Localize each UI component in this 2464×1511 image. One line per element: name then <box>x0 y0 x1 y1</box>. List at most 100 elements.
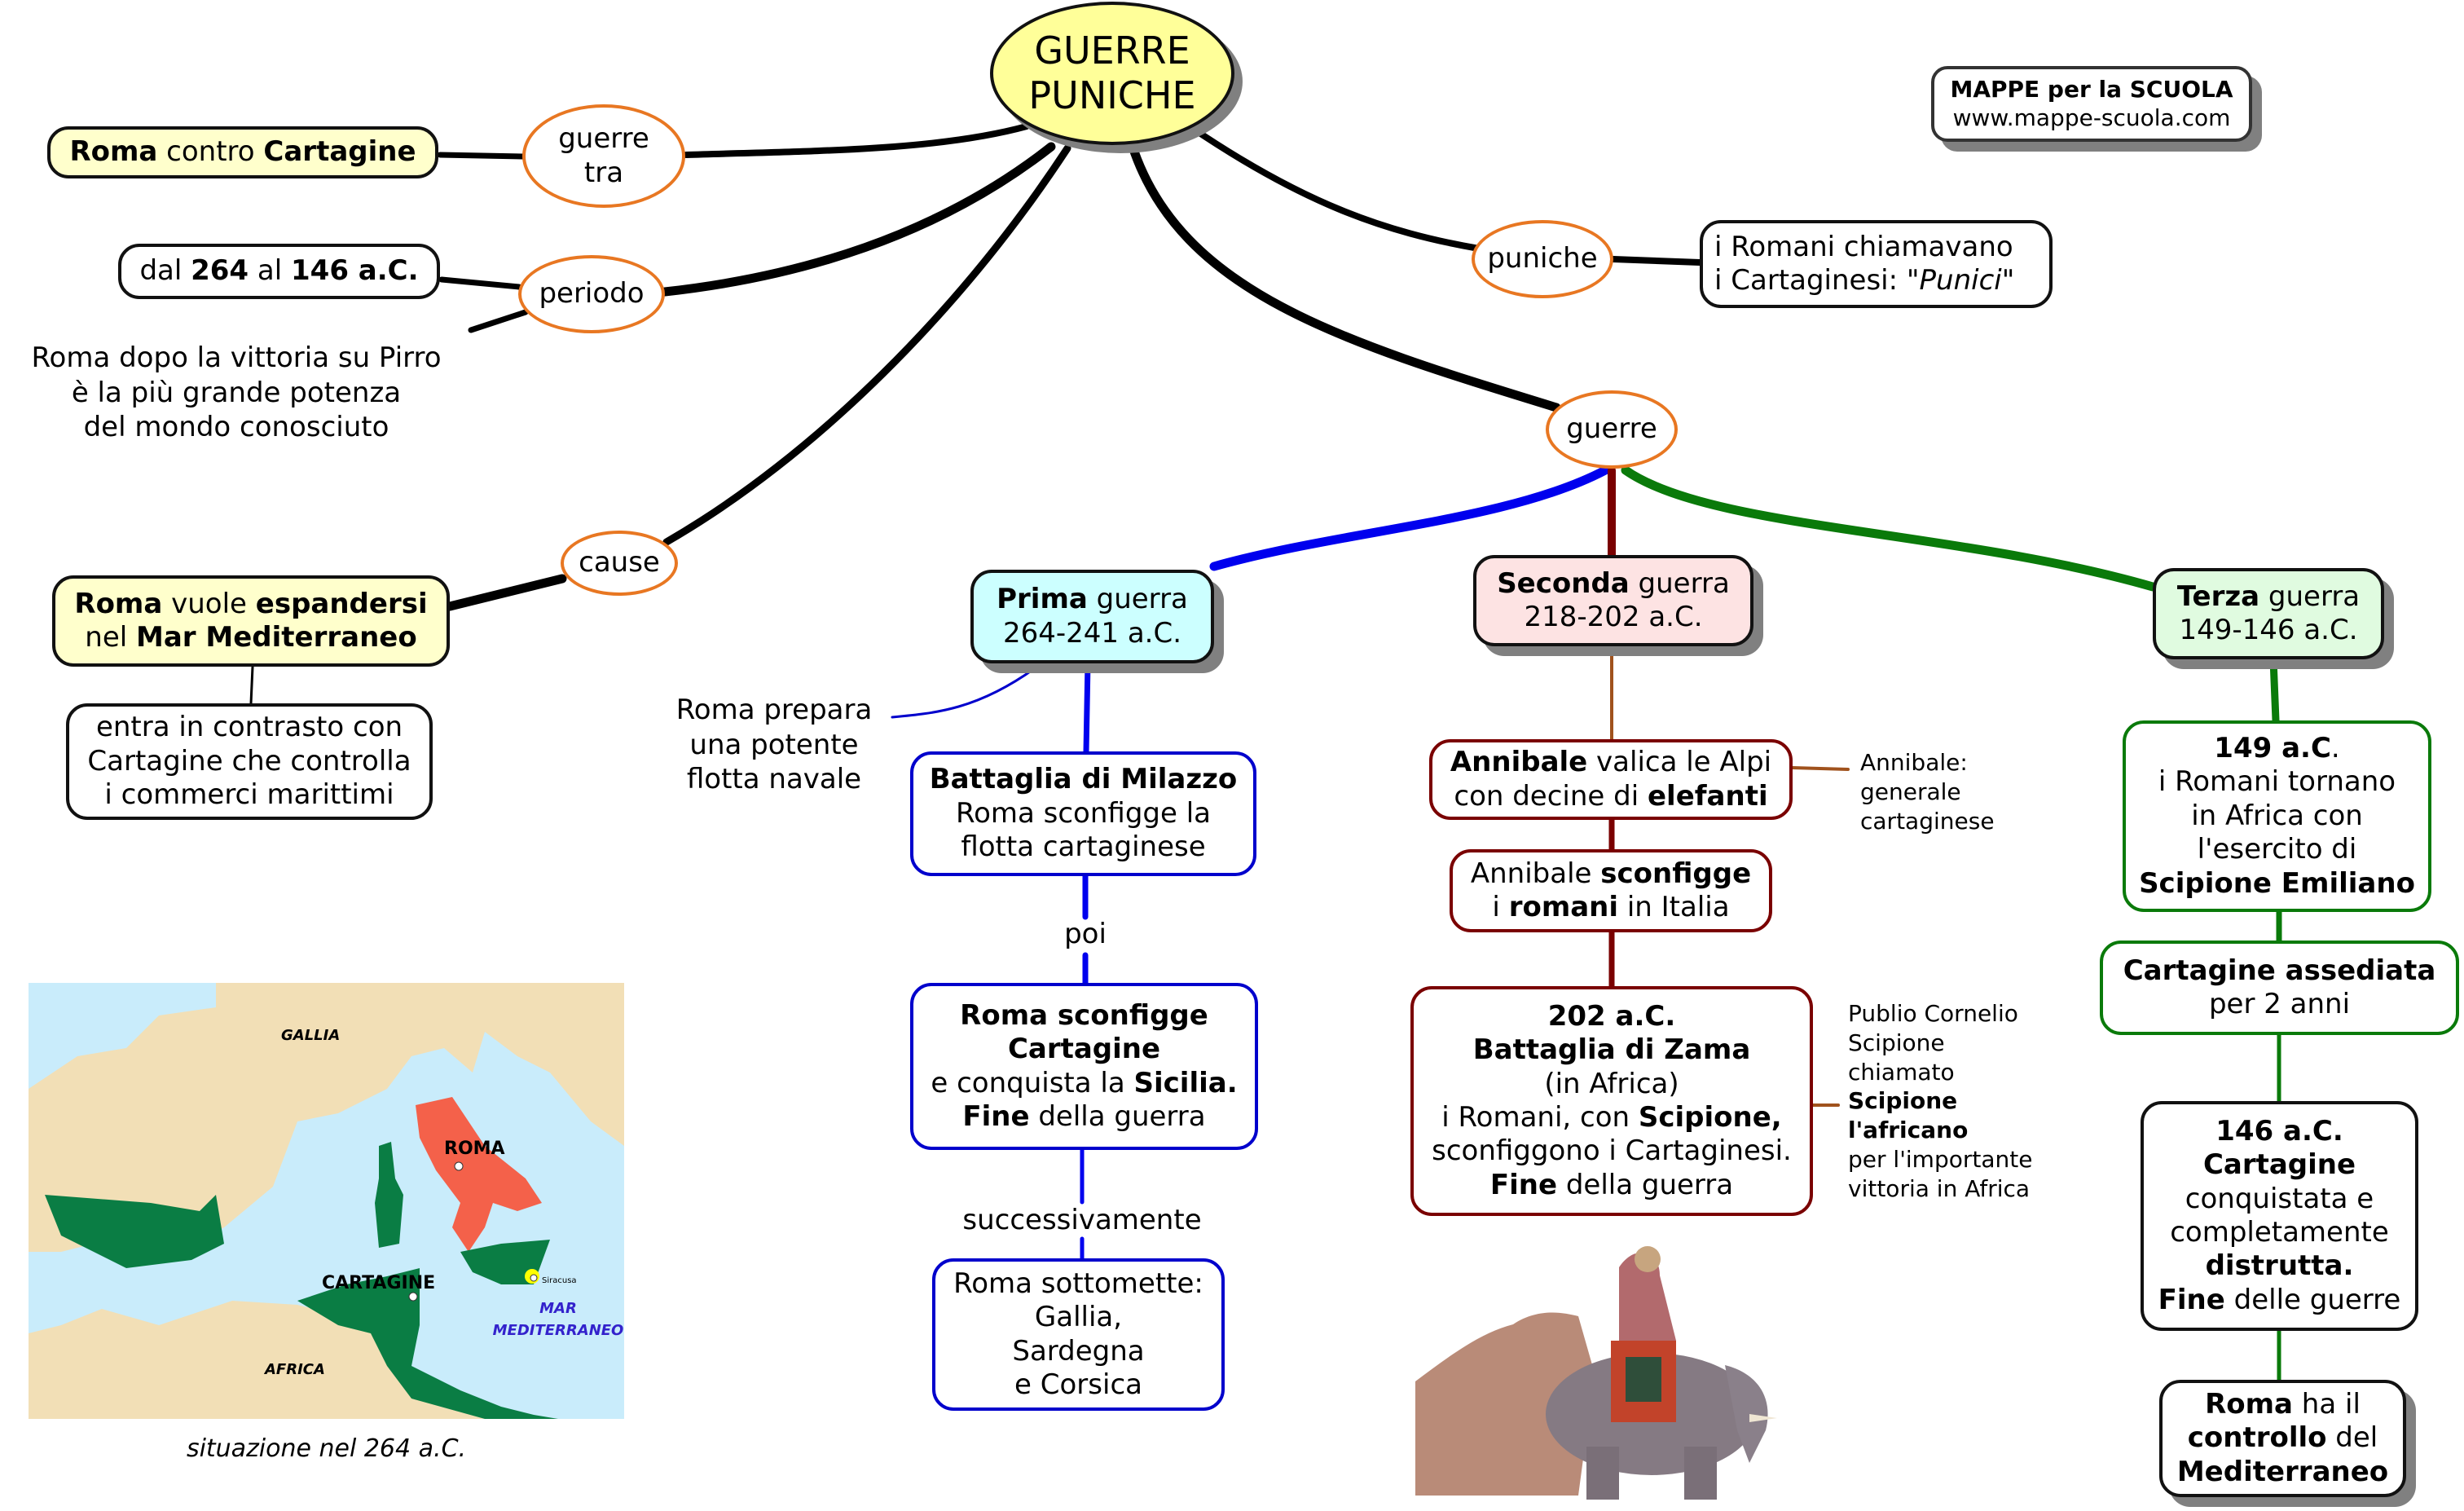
left-dates-t1: dal <box>139 254 191 288</box>
node-seconda-guerra[interactable]: Seconda guerra 218-202 a.C. <box>1473 555 1753 646</box>
edge-central-periodo <box>660 142 1056 297</box>
edge-cause-espandersi <box>445 574 567 611</box>
node-text: dal 264 al 146 a.C. <box>139 254 418 288</box>
node-annibale-sconfigge[interactable]: Annibale sconfigge i romani in Italia <box>1450 849 1772 932</box>
node-terza-guerra[interactable]: Terza guerra 149-146 a.C. <box>2153 568 2384 659</box>
node-cartagine-assediata[interactable]: Cartagine assediata per 2 anni <box>2100 941 2459 1035</box>
elephant-tusk <box>1749 1414 1777 1422</box>
second_war-zama-b6: Fine <box>1489 1168 1558 1201</box>
second_war-scipione_note-line6: per l'importante <box>1848 1146 2033 1174</box>
second_war-alps-b2: elefanti <box>1647 779 1768 813</box>
second_war-header-b: Seconda <box>1497 566 1630 600</box>
central-node-guerre-puniche[interactable]: GUERRE PUNICHE <box>990 2 1234 145</box>
third_war-control-b3: Mediterraneo <box>2176 1455 2389 1488</box>
first_war-subdue-line3: Sardegna <box>1012 1334 1145 1368</box>
second_war-scipione_note-line7: vittoria in Africa <box>1848 1174 2031 1202</box>
link-cause[interactable]: cause <box>561 531 678 596</box>
link-text: guerre <box>1566 412 1657 446</box>
node-roma-espandersi[interactable]: Roma vuole espandersi nel Mar Mediterran… <box>52 575 450 667</box>
third_war-destroyed-b5: distrutta. <box>2205 1249 2354 1283</box>
node-punici-note[interactable]: i Romani chiamavano i Cartaginesi: "Puni… <box>1700 220 2053 308</box>
map-sardinia-corsica <box>375 1142 403 1248</box>
left-roma_contro-b1: Roma <box>69 135 158 169</box>
link-guerre-tra[interactable]: guerre tra <box>522 104 685 208</box>
link-text: periodo <box>539 277 645 311</box>
second_war-zama-b1: 202 a.C. <box>1547 999 1676 1033</box>
rider <box>1619 1252 1676 1341</box>
link-text: cause <box>579 546 660 579</box>
second_war-header-t: guerra <box>1629 566 1730 600</box>
link-guerre[interactable]: guerre <box>1546 390 1678 469</box>
left-espandersi-b2: espandersi <box>255 587 428 620</box>
edge-espandersi-contrasto <box>249 665 254 705</box>
edge-guerre-tra-roma-contro <box>437 152 526 160</box>
elephant-leg1 <box>1586 1447 1619 1500</box>
node-146-cartagine-distrutta[interactable]: 146 a.C. Cartagine conquistata e complet… <box>2141 1101 2418 1331</box>
link-text: puniche <box>1487 242 1598 275</box>
left-dates-b1: 264 <box>191 254 249 288</box>
first_war-victory-t4: della guerra <box>1029 1099 1206 1133</box>
first_war-victory-b2: Cartagine <box>1007 1033 1161 1066</box>
edge-central-cause <box>662 144 1071 546</box>
link-periodo[interactable]: periodo <box>518 255 665 333</box>
first_war-header-t: guerra <box>1087 583 1188 616</box>
right_top-punici_note-line1: i Romani chiamavano <box>1714 230 2013 263</box>
edge-alps-note <box>1791 766 1850 771</box>
link-successivamente: successivamente <box>962 1204 1202 1236</box>
node-annibale-alpi[interactable]: Annibale valica le Alpi con decine di el… <box>1429 739 1793 820</box>
edge-guerre-third-war <box>1621 465 2158 592</box>
edge-central-puniche <box>1186 123 1482 252</box>
branding-url: www.mappe-scuola.com <box>1952 104 2231 131</box>
edge-first-milazzo <box>1083 660 1091 755</box>
first_war-subdue-line2: Gallia, <box>1034 1301 1123 1334</box>
node-dates-264-146[interactable]: dal 264 al 146 a.C. <box>118 244 440 299</box>
left-espandersi-b1: Roma <box>74 587 163 620</box>
third_war-control-b1: Roma <box>2205 1387 2293 1421</box>
third_war-destroyed-b2: Cartagine <box>2202 1148 2356 1182</box>
left-contrasto-line2: Cartagine che controlla <box>87 744 411 778</box>
node-conquista-sicilia[interactable]: Roma sconfigge Cartagine e conquista la … <box>910 983 1258 1150</box>
third_war-destroyed-t6: delle guerre <box>2224 1283 2401 1316</box>
second_war-scipione_note-line1: Publio Cornelio <box>1848 1000 2018 1027</box>
first_war-side_note-line1: Roma prepara <box>675 694 873 726</box>
node-roma-contro-cartagine[interactable]: Roma contro Cartagine <box>47 126 438 178</box>
edge-guerre-first-war <box>1209 465 1610 571</box>
node-roma-sottomette[interactable]: Roma sottomette: Gallia, Sardegna e Cors… <box>932 1258 1225 1411</box>
first_war-victory-b3: Sicilia. <box>1133 1066 1238 1099</box>
map-italy-roma <box>416 1097 542 1252</box>
link-puniche[interactable]: puniche <box>1472 220 1613 298</box>
central-title-line2: PUNICHE <box>1028 73 1196 117</box>
third_war-header-dates: 149-146 a.C. <box>2179 614 2358 646</box>
third_war-return-line4: l'esercito di <box>2197 833 2357 866</box>
link-text-line2: tra <box>583 156 624 189</box>
node-roma-controllo-mediterraneo[interactable]: Roma ha il controllo del Mediterraneo <box>2159 1380 2406 1497</box>
third_war-header-b: Terza <box>2176 579 2260 613</box>
second_war-zama-b4: Scipione, <box>1638 1101 1782 1134</box>
elephant-head <box>1725 1365 1768 1463</box>
map-label-africa: AFRICA <box>263 1361 325 1378</box>
third_war-destroyed-b1: 146 a.C. <box>2215 1114 2343 1148</box>
second_war-zama-t3: (in Africa) <box>1544 1067 1679 1100</box>
first_war-victory-b1: Roma sconfigge <box>960 998 1208 1032</box>
node-battaglia-zama[interactable]: 202 a.C. Battaglia di Zama (in Africa) i… <box>1410 986 1813 1216</box>
second_war-header-dates: 218-202 a.C. <box>1524 601 1703 633</box>
map-label-roma: ROMA <box>444 1139 505 1159</box>
node-contrasto-cartagine[interactable]: entra in contrasto con Cartagine che con… <box>66 703 433 820</box>
left-pirro-line2: è la più grande potenza <box>71 376 402 409</box>
map-label-gallia: GALLIA <box>281 1027 340 1044</box>
note-annibale-generale: Annibale: generale cartaginese <box>1860 748 1995 835</box>
node-149-ritorno-africa[interactable]: 149 a.C. i Romani tornano in Africa con … <box>2123 720 2431 912</box>
second_war-scipione_note-b5: l'africano <box>1848 1117 1969 1144</box>
edge-periodo-pirro <box>468 309 529 333</box>
node-text: Roma contro Cartagine <box>69 135 416 169</box>
third_war-return-line2: i Romani tornano <box>2158 765 2396 799</box>
right_top-punici_note-italic: "Punici" <box>1906 264 2015 297</box>
node-battaglia-milazzo[interactable]: Battaglia di Milazzo Roma sconfigge la f… <box>910 751 1256 876</box>
map-caption: situazione nel 264 a.C. <box>186 1434 467 1463</box>
second_war-zama-t5: sconfiggono i Cartaginesi. <box>1432 1134 1792 1168</box>
second_war-annibale_note-line2: generale <box>1860 778 1961 805</box>
branding-box[interactable]: MAPPE per la SCUOLA www.mappe-scuola.com <box>1931 66 2252 142</box>
node-prima-guerra[interactable]: Prima guerra 264-241 a.C. <box>970 570 1214 663</box>
map-roma-marker <box>454 1161 464 1171</box>
